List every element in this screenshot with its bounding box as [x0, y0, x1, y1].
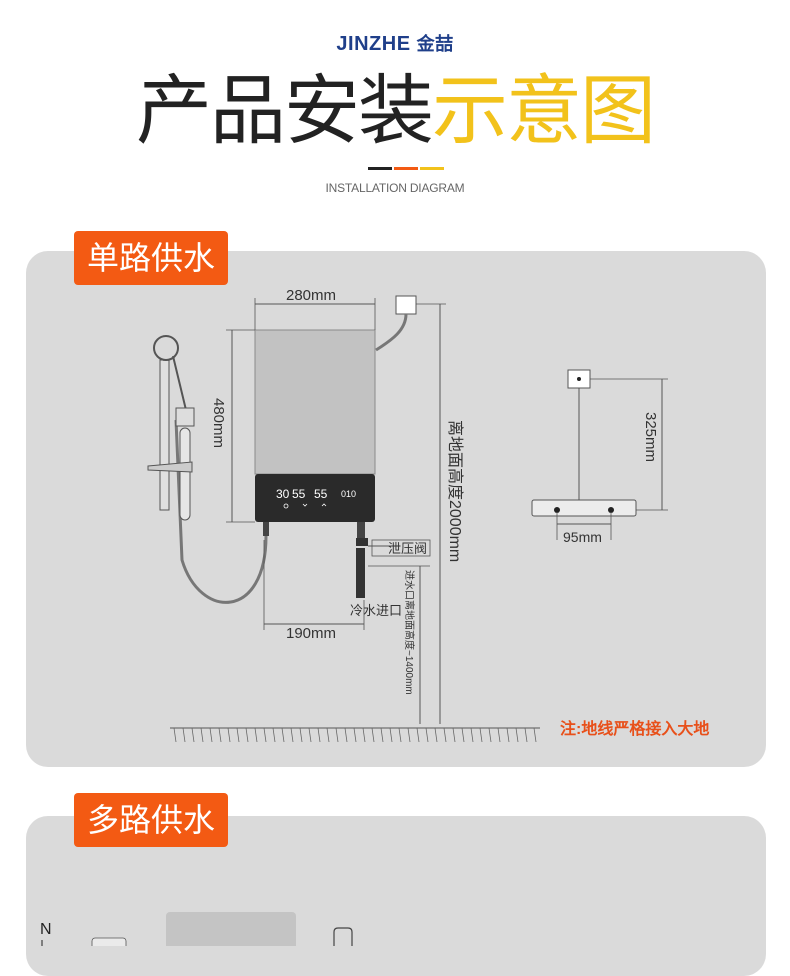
floor-hatch-mark	[272, 727, 276, 743]
floor-hatch-mark	[308, 727, 312, 743]
floor-hatch-mark	[380, 727, 384, 743]
page-title: 产品安装示意图	[0, 66, 790, 156]
display-flow: 010	[341, 489, 356, 499]
floor-hatch-mark	[173, 727, 177, 743]
cold-inlet-label: 冷水进口	[350, 603, 402, 618]
bracket-height-label: 325mm	[642, 412, 659, 462]
breaker-box	[91, 937, 127, 946]
display-temp-left: 30	[276, 487, 290, 501]
floor-hatch-mark	[461, 727, 465, 743]
installation-diagram: 30 55 55 010 泄压阀 冷水进口 280mm 480mm 190mm …	[147, 287, 709, 743]
floor-hatch-mark	[191, 727, 195, 743]
floor-hatch-mark	[425, 727, 429, 743]
brand-logo: JINZHE 金喆	[0, 30, 790, 56]
floor-hatch-mark	[533, 727, 537, 743]
floor-hatch-mark	[290, 727, 294, 743]
relief-valve-label: 泄压阀	[388, 541, 427, 556]
shower-hose	[174, 419, 268, 604]
brand-cn: 金喆	[416, 34, 454, 54]
floor-hatch-mark	[353, 727, 357, 743]
relief-valve-label-box	[371, 539, 431, 557]
bracket-hole-left	[554, 507, 560, 513]
floor-hatch-mark	[254, 727, 258, 743]
bracket-hole-right	[608, 507, 614, 513]
floor-hatch	[173, 727, 537, 743]
brand-latin: JINZHE	[336, 33, 411, 55]
display-power-icon	[283, 503, 289, 509]
shower-handle	[179, 427, 191, 521]
neutral-label: N	[40, 921, 52, 938]
floor-hatch-mark	[245, 727, 249, 743]
water-heater-body	[254, 329, 376, 475]
floor-hatch-mark	[488, 727, 492, 743]
water-heater-display-panel	[255, 474, 375, 522]
shower-holder	[175, 407, 195, 427]
floor-hatch-mark	[506, 727, 510, 743]
display-up-icon	[321, 503, 327, 507]
cold-water-inlet	[357, 522, 365, 538]
floor-hatch-mark	[335, 727, 339, 743]
soap-dish	[147, 461, 193, 473]
floor-hatch-mark	[236, 727, 240, 743]
floor-hatch-mark	[281, 727, 285, 743]
floor-hatch-mark	[218, 727, 222, 743]
floor-hatch-mark	[479, 727, 483, 743]
floor-hatch-mark	[497, 727, 501, 743]
floor-hatch-mark	[470, 727, 474, 743]
floor-hatch-mark	[200, 727, 204, 743]
inlet-height-label: 进水口离地面高度~1400mm	[403, 570, 416, 695]
inlet-pipe	[356, 548, 365, 598]
floor-hatch-mark	[326, 727, 330, 743]
floor-hatch-mark	[371, 727, 375, 743]
tap-icon	[333, 927, 353, 946]
floor-hatch-mark	[299, 727, 303, 743]
display-down-icon	[302, 503, 308, 507]
floor-hatch-mark	[362, 727, 366, 743]
bracket-screw	[577, 377, 581, 381]
floor-hatch-mark	[416, 727, 420, 743]
floor-hatch-mark	[407, 727, 411, 743]
title-stripe-orange	[394, 167, 418, 170]
floor-hatch-mark	[434, 727, 438, 743]
hot-water-outlet	[263, 522, 269, 536]
shower-head	[153, 335, 187, 411]
width-dimension-label: 280mm	[286, 287, 336, 304]
bracket-spacing-label: 95mm	[563, 529, 602, 545]
display-temp-right: 55	[314, 487, 328, 501]
multi-supply-diagram: N	[40, 912, 353, 946]
floor-hatch-mark	[452, 727, 456, 743]
floor-hatch-mark	[398, 727, 402, 743]
floor-hatch-mark	[389, 727, 393, 743]
single-supply-tag: 单路供水	[74, 231, 228, 285]
height-from-floor-label: 离地面高度2000mm	[446, 420, 464, 562]
floor-hatch-mark	[263, 727, 267, 743]
floor-hatch-mark	[209, 727, 213, 743]
grounding-note: 注:地线严格接入大地	[560, 719, 709, 738]
title-main: 产品安装	[136, 66, 434, 155]
power-cable	[375, 313, 408, 352]
title-stripe-black	[368, 167, 392, 170]
heater-unit	[166, 912, 296, 946]
multi-supply-tag: 多路供水	[74, 793, 228, 847]
floor-hatch-mark	[515, 727, 519, 743]
floor-hatch-mark	[524, 727, 528, 743]
page-subtitle: INSTALLATION DIAGRAM	[325, 181, 465, 195]
height-dimension-label: 480mm	[210, 398, 227, 448]
relief-valve	[356, 538, 368, 546]
inlet-spacing-label: 190mm	[286, 625, 336, 642]
floor-hatch-mark	[182, 727, 186, 743]
floor-hatch-mark	[317, 727, 321, 743]
title-stripe-yellow	[420, 167, 444, 170]
floor-hatch-mark	[227, 727, 231, 743]
title-accent: 示意图	[432, 66, 656, 155]
display-temp-mid: 55	[292, 487, 306, 501]
floor-hatch-mark	[443, 727, 447, 743]
floor-hatch-mark	[344, 727, 348, 743]
